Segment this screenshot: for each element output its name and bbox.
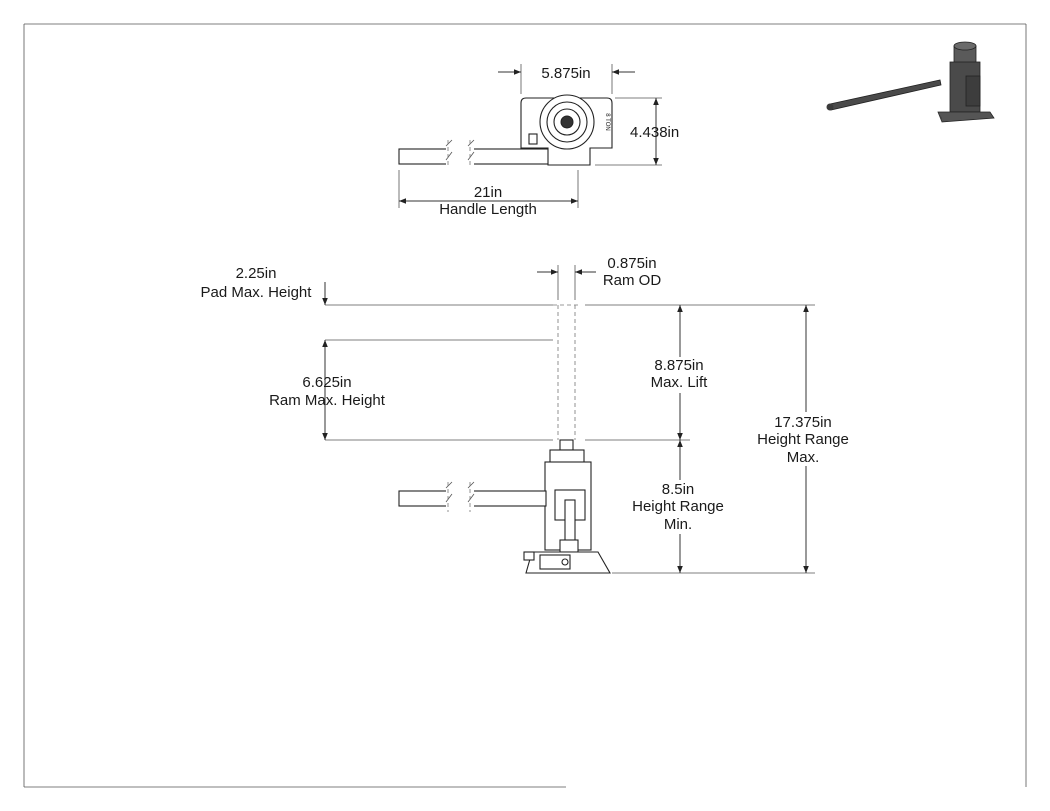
depth-label: 4.438in — [630, 124, 679, 141]
dim-width: 5.875in — [498, 64, 635, 94]
side-view: 0.875in Ram OD 2.25in Pad Max. Height 6.… — [201, 255, 856, 574]
ram-od-value: 0.875in — [607, 255, 656, 272]
top-handle — [398, 139, 556, 168]
lift-caption: Max. Lift — [651, 374, 709, 391]
ram-od-caption: Ram OD — [603, 272, 662, 289]
min-value: 8.5in — [662, 481, 695, 498]
handle-caption: Handle Length — [439, 201, 537, 218]
width-label: 5.875in — [541, 65, 590, 82]
handle-value: 21in — [474, 184, 502, 201]
top-jack-body: 8 TON — [520, 94, 613, 166]
dim-ram-od: 0.875in Ram OD — [537, 255, 661, 300]
min-caption-1: Height Range — [632, 498, 724, 515]
dim-pad: 2.25in Pad Max. Height — [201, 265, 553, 341]
max-caption-1: Height Range — [757, 431, 849, 448]
dim-depth: 4.438in — [595, 97, 679, 166]
pad-value: 2.25in — [236, 265, 277, 282]
max-value: 17.375in — [774, 414, 832, 431]
tonnage-mark: 8 TON — [604, 113, 610, 130]
max-caption-2: Max. — [787, 449, 820, 466]
side-handle — [398, 481, 547, 512]
top-view: 8 TON 5.875in 4.438in 21in Handle Length — [398, 64, 679, 218]
side-jack-body — [523, 439, 611, 574]
ram-value: 6.625in — [302, 374, 351, 391]
sheet-border — [23, 23, 1027, 788]
pad-caption: Pad Max. Height — [201, 284, 313, 301]
dim-ram-height: 6.625in Ram Max. Height — [269, 340, 553, 441]
iso-thumbnail — [826, 41, 995, 123]
dim-max: 17.375in Height Range Max. — [752, 305, 856, 573]
ram-caption: Ram Max. Height — [269, 392, 386, 409]
dim-handle: 21in Handle Length — [398, 170, 579, 218]
dim-max-lift: 8.875in Max. Lift — [585, 304, 815, 441]
dim-min: 8.5in Height Range Min. — [612, 440, 815, 574]
lift-value: 8.875in — [654, 357, 703, 374]
min-caption-2: Min. — [664, 516, 692, 533]
ram-extended — [553, 304, 580, 440]
